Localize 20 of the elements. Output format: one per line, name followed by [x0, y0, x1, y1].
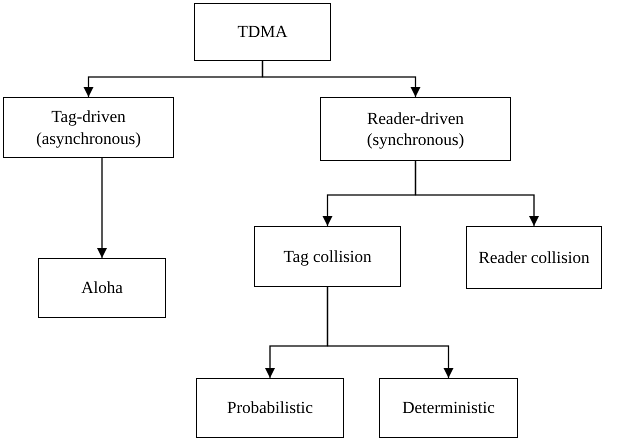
process-box: [3, 97, 174, 158]
arrow: [97, 158, 107, 258]
process-box: [38, 258, 166, 318]
process-box: [379, 378, 518, 438]
node-label: Deterministic: [402, 397, 495, 419]
process-box: [320, 97, 511, 161]
process-box: [196, 378, 344, 438]
process-box: [466, 226, 602, 289]
node-label: Tag-driven (asynchronous): [35, 106, 142, 149]
process-box: [194, 3, 331, 61]
node-label: Probabilistic: [227, 397, 313, 419]
node-label: Reader-driven (synchronous): [366, 108, 466, 150]
node-label: TDMA: [237, 21, 288, 43]
arrow: [262, 61, 420, 97]
arrow: [414, 161, 539, 226]
node-label: Tag collision: [283, 246, 372, 268]
node-label: Reader collision: [478, 246, 590, 268]
arrow: [326, 287, 454, 378]
node-label: Aloha: [81, 277, 123, 299]
process-box: [254, 226, 401, 287]
